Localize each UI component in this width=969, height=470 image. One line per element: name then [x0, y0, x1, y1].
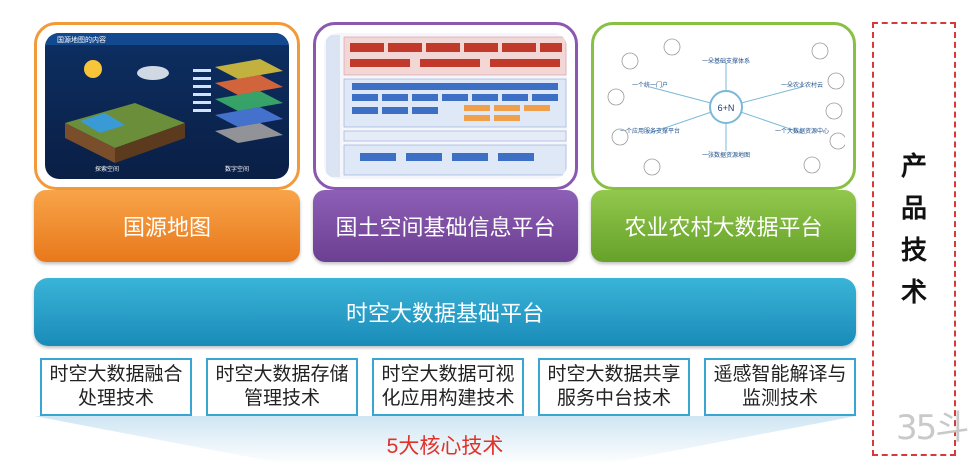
technique-remote-sensing-line1: 遥感智能解译与: [713, 364, 847, 385]
product-tech-side-box: 产 品 技 术: [872, 22, 956, 456]
agri-bigdata-thumbnail: 6+N 一朵基础支撑体系 一朵农业农村云 一个大数据资源中心 一张数据资源地图 …: [602, 33, 845, 179]
map-layers-illustration: 国源地图的内容 探索空间 数字空间: [45, 33, 289, 173]
side-char-4: 术: [900, 278, 927, 308]
technique-visualization-line1: 时空大数据可视: [381, 364, 515, 385]
watermark-logo: 35斗: [896, 408, 969, 448]
product-land-space-platform: 国土空间基础信息平台: [313, 190, 578, 262]
technique-fusion: 时空大数据融合处理技术: [40, 358, 192, 416]
technique-visualization: 时空大数据可视化应用构建技术: [372, 358, 524, 416]
land-space-architecture-thumbnail: [324, 33, 567, 179]
guoyuan-map-card: 国源地图的内容 探索空间 数字空间: [34, 22, 300, 190]
technique-fusion-line1: 时空大数据融合: [49, 364, 183, 385]
architecture-diagram-illustration: [326, 35, 567, 177]
product-guoyuan-map: 国源地图: [34, 190, 300, 262]
guoyuan-map-thumbnail: 国源地图的内容 探索空间 数字空间: [45, 33, 289, 179]
spatiotemporal-bigdata-platform: 时空大数据基础平台: [34, 278, 856, 346]
technique-remote-sensing-line2: 监测技术: [741, 388, 818, 409]
agri-node-1: 一朵基础支撑体系: [702, 57, 750, 65]
core-technologies-label: 5大核心技术: [386, 435, 504, 458]
agri-node-5: 一个应用服务支撑平台: [620, 127, 680, 135]
technique-remote-sensing: 遥感智能解译与监测技术: [704, 358, 856, 416]
side-char-1: 产: [900, 152, 927, 182]
technique-sharing-line1: 时空大数据共享: [547, 364, 681, 385]
agri-center-label: 6+N: [718, 103, 735, 113]
technique-fusion-line2: 处理技术: [77, 388, 154, 409]
agri-node-3: 一个大数据资源中心: [775, 127, 829, 135]
agri-node-4: 一张数据资源地图: [702, 151, 750, 159]
side-char-2: 品: [900, 194, 927, 224]
technique-storage: 时空大数据存储管理技术: [206, 358, 358, 416]
technique-sharing: 时空大数据共享服务中台技术: [538, 358, 690, 416]
thumb-map-title: 国源地图的内容: [57, 35, 106, 44]
agri-node-6: 一个统一门户: [632, 81, 668, 89]
technique-storage-line2: 管理技术: [243, 388, 320, 409]
side-char-3: 技: [900, 236, 927, 266]
thumb-label-right: 数字空间: [225, 165, 249, 173]
agri-bigdata-card: 6+N 一朵基础支撑体系 一朵农业农村云 一个大数据资源中心 一张数据资源地图 …: [591, 22, 856, 190]
land-space-platform-card: [313, 22, 578, 190]
agri-mindmap-illustration: 6+N 一朵基础支撑体系 一朵农业农村云 一个大数据资源中心 一张数据资源地图 …: [607, 38, 845, 176]
agri-node-2: 一朵农业农村云: [781, 81, 823, 89]
technique-sharing-line2: 服务中台技术: [556, 388, 671, 409]
product-agri-bigdata-platform: 农业农村大数据平台: [591, 190, 856, 262]
thumb-label-left: 探索空间: [95, 165, 119, 173]
technique-visualization-line2: 化应用构建技术: [381, 388, 515, 409]
side-label: 产 品 技 术: [874, 146, 954, 314]
technique-storage-line1: 时空大数据存储: [215, 364, 349, 385]
core-tech-fan: [34, 416, 856, 466]
